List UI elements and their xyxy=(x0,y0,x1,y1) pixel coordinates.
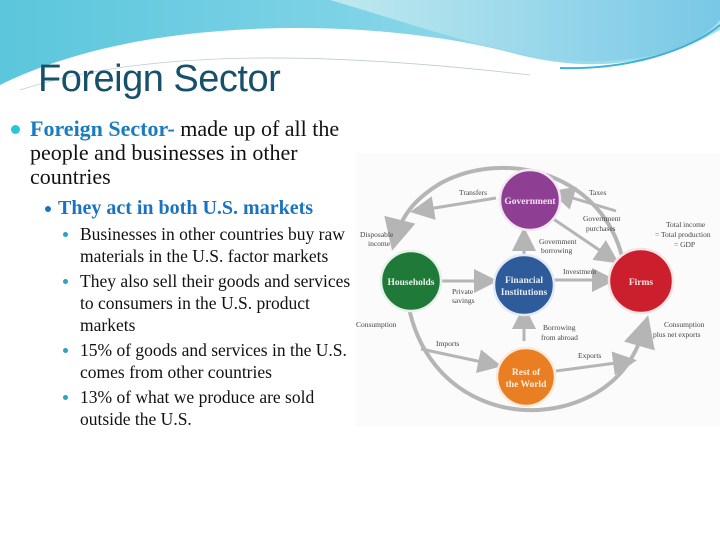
bullet-level2-text: They act in both U.S. markets xyxy=(58,197,314,219)
bullet-dot-icon xyxy=(63,232,68,237)
svg-text:Households: Households xyxy=(388,278,435,288)
svg-text:Government: Government xyxy=(504,197,556,207)
bullet-level3-text: They also sell their goods and services … xyxy=(80,271,351,335)
svg-text:Government: Government xyxy=(583,214,621,223)
definition-text: made up of all the people and businesses… xyxy=(30,116,340,189)
header-wave-decoration xyxy=(0,0,720,102)
svg-text:Imports: Imports xyxy=(436,339,459,348)
bullet-level1: Foreign Sector- made up of all the peopl… xyxy=(0,117,360,189)
bullet-level3: Businesses in other countries buy raw ma… xyxy=(0,223,360,267)
svg-text:Borrowing: Borrowing xyxy=(543,323,576,332)
svg-text:savings: savings xyxy=(452,296,475,305)
svg-text:from abroad: from abroad xyxy=(541,333,578,342)
svg-text:Exports: Exports xyxy=(578,351,601,360)
svg-text:Firms: Firms xyxy=(629,278,654,288)
bullet-dot-icon xyxy=(63,348,68,353)
node-financial-institutions: Financial Institutions xyxy=(492,253,556,317)
svg-text:Taxes: Taxes xyxy=(589,188,606,197)
node-households: Households xyxy=(379,249,443,313)
node-government: Government xyxy=(498,168,562,232)
svg-text:purchases: purchases xyxy=(586,224,616,233)
svg-text:Transfers: Transfers xyxy=(459,188,487,197)
svg-text:Investment: Investment xyxy=(563,267,597,276)
svg-text:= GDP: = GDP xyxy=(674,240,695,249)
bullet-dot-icon xyxy=(63,395,68,400)
svg-text:income: income xyxy=(368,239,391,248)
node-firms: Firms xyxy=(607,247,675,315)
circular-flow-diagram: Government Households Financial Institut… xyxy=(356,153,720,426)
bullet-dot-icon xyxy=(45,206,51,212)
svg-text:Private: Private xyxy=(452,287,474,296)
svg-text:Total income: Total income xyxy=(666,220,706,229)
svg-text:Rest of: Rest of xyxy=(512,368,541,378)
bullet-level3: 13% of what we produce are sold outside … xyxy=(0,386,360,430)
svg-text:Disposable: Disposable xyxy=(360,230,394,239)
bullet-level3-text: Businesses in other countries buy raw ma… xyxy=(80,224,345,266)
term-foreign-sector: Foreign Sector- xyxy=(30,116,175,141)
svg-text:Government: Government xyxy=(539,237,577,246)
node-rest-of-world: Rest of the World xyxy=(495,346,557,408)
bullet-list: Foreign Sector- made up of all the peopl… xyxy=(0,117,360,430)
bullet-level3: 15% of goods and services in the U.S. co… xyxy=(0,339,360,383)
svg-text:the World: the World xyxy=(506,380,547,390)
svg-text:Financial: Financial xyxy=(505,276,543,286)
bullet-dot-icon xyxy=(63,279,68,284)
bullet-level3-text: 13% of what we produce are sold outside … xyxy=(80,387,315,429)
slide-title: Foreign Sector xyxy=(38,58,281,100)
svg-text:Consumption: Consumption xyxy=(356,320,397,329)
svg-text:Consumption: Consumption xyxy=(664,320,705,329)
bullet-dot-icon xyxy=(11,125,20,134)
svg-text:plus net exports: plus net exports xyxy=(653,330,701,339)
bullet-level2: They act in both U.S. markets xyxy=(0,197,360,220)
svg-text:borrowing: borrowing xyxy=(541,246,572,255)
bullet-level3-text: 15% of goods and services in the U.S. co… xyxy=(80,340,347,382)
bullet-level3: They also sell their goods and services … xyxy=(0,270,360,336)
svg-text:Institutions: Institutions xyxy=(501,288,548,298)
svg-text:= Total production: = Total production xyxy=(655,230,711,239)
flow-labels: Transfers Taxes Government purchases Gov… xyxy=(356,188,711,360)
